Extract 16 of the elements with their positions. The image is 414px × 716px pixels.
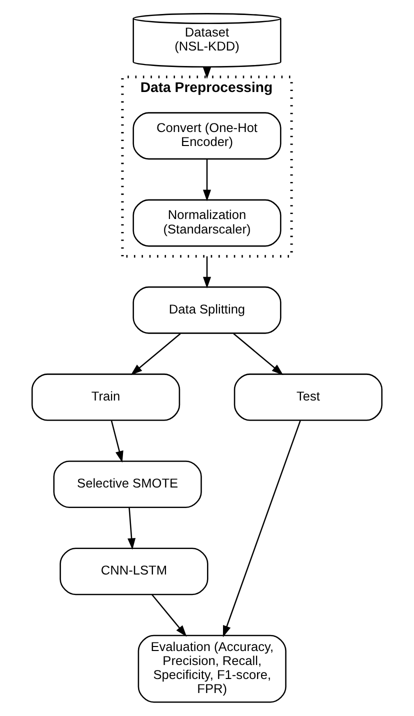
node-box: Evaluation (Accuracy, Precision, Recall, Specificity, F1-score, FPR) — [138, 634, 286, 703]
arrow — [128, 508, 136, 550]
arrow — [110, 420, 124, 463]
node-box: Normalization (Standarscaler) — [132, 199, 282, 247]
node-box: Test — [234, 374, 383, 421]
node-box: CNN-LSTM — [60, 548, 208, 596]
arrow — [202, 256, 212, 288]
arrow — [222, 420, 301, 638]
node-box: Train — [31, 374, 180, 421]
arrow — [130, 333, 181, 376]
node-box: Convert (One-Hot Encoder) — [132, 112, 282, 160]
node-box: Selective SMOTE — [53, 460, 202, 508]
node-box: Data Splitting — [132, 286, 282, 334]
arrow — [202, 159, 212, 202]
arrow — [152, 594, 187, 637]
arrow — [233, 333, 284, 376]
